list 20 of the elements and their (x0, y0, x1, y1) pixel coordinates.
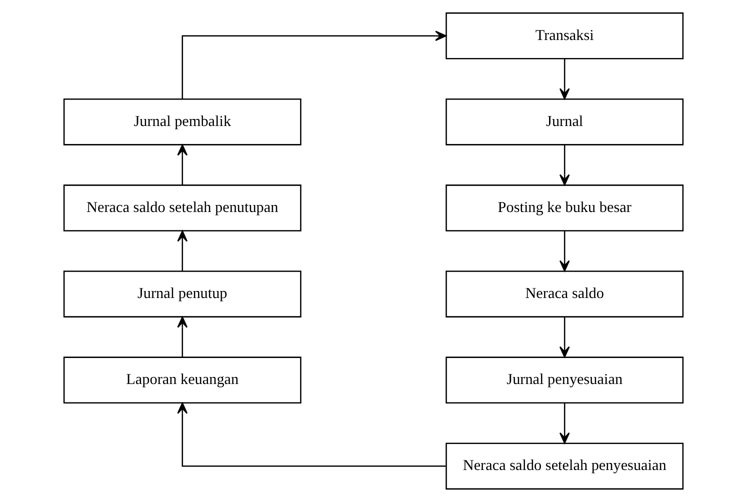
node-box: Jurnal penutup (62, 270, 301, 318)
node-box: Neraca saldo setelah penyesuaian (445, 442, 684, 490)
node-box: Jurnal pembalik (62, 98, 301, 146)
arrow (176, 402, 446, 467)
node-box: Posting ke buku besar (445, 184, 684, 232)
arrow (558, 58, 570, 100)
arrow (181, 30, 446, 99)
node-box: Neraca saldo (445, 270, 684, 318)
arrow (176, 144, 188, 185)
arrow (176, 230, 188, 271)
arrow (558, 231, 570, 272)
arrow (176, 316, 188, 358)
node-box: Neraca saldo setelah penutupan (62, 184, 301, 232)
node-box: Transaksi (445, 12, 684, 60)
arrow (558, 403, 570, 444)
node-box: Jurnal (445, 98, 684, 146)
node-box: Laporan keuangan (62, 356, 301, 404)
node-box: Jurnal penyesuaian (445, 356, 684, 404)
arrow (558, 317, 570, 358)
arrow (558, 144, 570, 186)
